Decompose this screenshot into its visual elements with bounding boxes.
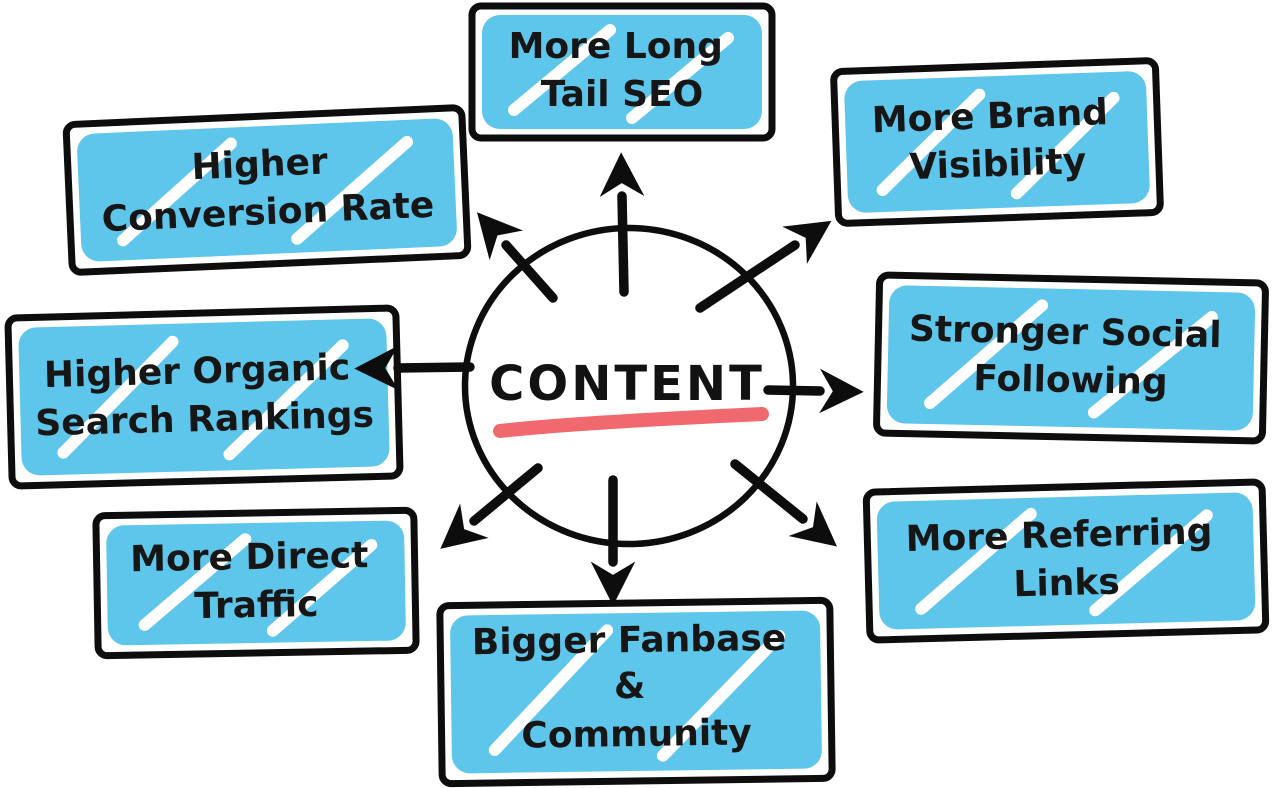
node-label: Stronger Social Following (908, 309, 1235, 405)
node-border (830, 57, 1164, 227)
node-border (468, 2, 776, 142)
node-fill (450, 610, 822, 774)
node-label: More Referring Links (905, 511, 1227, 608)
scribble-streak (1087, 310, 1218, 419)
node-border (92, 506, 420, 660)
node-fill (77, 118, 457, 262)
node-bigger-fanbase-community: Bigger Fanbase & Community (436, 596, 836, 788)
node-border (862, 478, 1270, 644)
node-border (4, 304, 404, 490)
scribble-streak (138, 533, 252, 631)
node-label: Bigger Fanbase & Community (472, 618, 801, 758)
node-label: More Brand Visibility (871, 92, 1123, 190)
node-more-referring-links: More Referring Links (862, 478, 1270, 644)
scribble-streak (1010, 91, 1120, 200)
content-underline (493, 407, 769, 438)
node-fill (876, 492, 1256, 630)
node-higher-organic-search-rankings: Higher Organic Search Rankings (4, 304, 404, 490)
arrow-up (599, 152, 645, 297)
node-fill (18, 318, 390, 476)
scribble-streak (656, 629, 786, 762)
node-higher-conversion-rate: Higher Conversion Rate (62, 104, 472, 276)
scribble-streak (915, 507, 1037, 615)
node-fill (106, 520, 406, 646)
node-border (62, 104, 472, 276)
node-label: Higher Organic Search Rankings (34, 347, 375, 445)
scribble-streak (924, 299, 1049, 410)
scribble-streak (1089, 509, 1213, 617)
node-stronger-social-following: Stronger Social Following (873, 271, 1269, 445)
scribble-streak (291, 135, 414, 245)
arrow-down-right (730, 459, 837, 547)
scribble-streak (57, 335, 179, 459)
arrow-left (354, 345, 475, 391)
node-fill (482, 15, 762, 129)
node-more-brand-visibility: More Brand Visibility (830, 57, 1164, 227)
scribble-streak (117, 137, 237, 247)
arrow-right (763, 368, 864, 414)
scribble-streak (876, 88, 986, 197)
scribble-streak (266, 538, 378, 637)
scribble-streak (508, 24, 616, 116)
scribble-streak (626, 32, 734, 124)
arrow-up-left (477, 212, 558, 303)
scribble-streak (488, 624, 614, 756)
node-fill (886, 285, 1256, 431)
node-more-direct-traffic: More Direct Traffic (92, 506, 420, 660)
node-more-long-tail-seo: More Long Tail SEO (468, 2, 776, 142)
node-label: More Long Tail SEO (509, 26, 736, 115)
node-fill (844, 71, 1150, 213)
center-label: CONTENT (489, 356, 765, 412)
node-border (873, 271, 1269, 445)
arrow-up-right (695, 220, 832, 313)
arrow-down-left (440, 463, 543, 549)
node-label: More Direct Traffic (130, 535, 382, 628)
scribble-streak (223, 339, 349, 461)
